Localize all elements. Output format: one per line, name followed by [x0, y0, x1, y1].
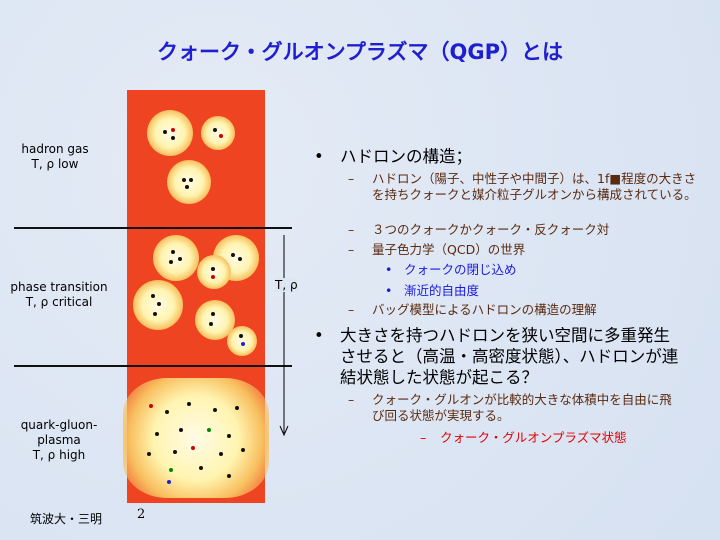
qgp-state-highlight: クォーク・グルオンプラズマ状態: [440, 430, 627, 445]
footer-author: 筑波大・三明: [30, 512, 103, 526]
page-number: 2: [137, 507, 146, 522]
divider: [14, 227, 292, 229]
sub-bullet: ハドロン（陽子、中性子や中間子）は、1f■程度の大きさを持ちクォークと媒介粒子グ…: [372, 171, 697, 202]
sub-bullet: クォーク・グルオンが比較的大きな体積中を自由に飛び回る状態が実現する。: [372, 392, 672, 423]
down-arrow-icon: [279, 235, 289, 437]
sub-bullet: バッグ模型によるハドロンの構造の理解: [372, 302, 597, 317]
arrow-label: T, ρ: [275, 278, 298, 292]
sub-bullet: ３つのクォークかクォーク・反クォーク対: [372, 222, 610, 237]
divider: [14, 365, 292, 367]
sub-bullet: 量子色力学（QCD）の世界: [372, 242, 526, 257]
slide-title: クォーク・グルオンプラズマ（QGP）とは: [156, 40, 563, 64]
sub-sub-bullet: 漸近的自由度: [404, 283, 480, 298]
sub-sub-bullet: クォークの閉じ込め: [404, 262, 517, 277]
phase-diagram-panel: [123, 90, 269, 503]
bullet-multiple-production: 大きさを持つハドロンを狭い空間に多重発生させると（高温・高密度状態）、ハドロンが…: [340, 326, 679, 387]
bullet-hadron-structure: ハドロンの構造；: [340, 147, 472, 166]
